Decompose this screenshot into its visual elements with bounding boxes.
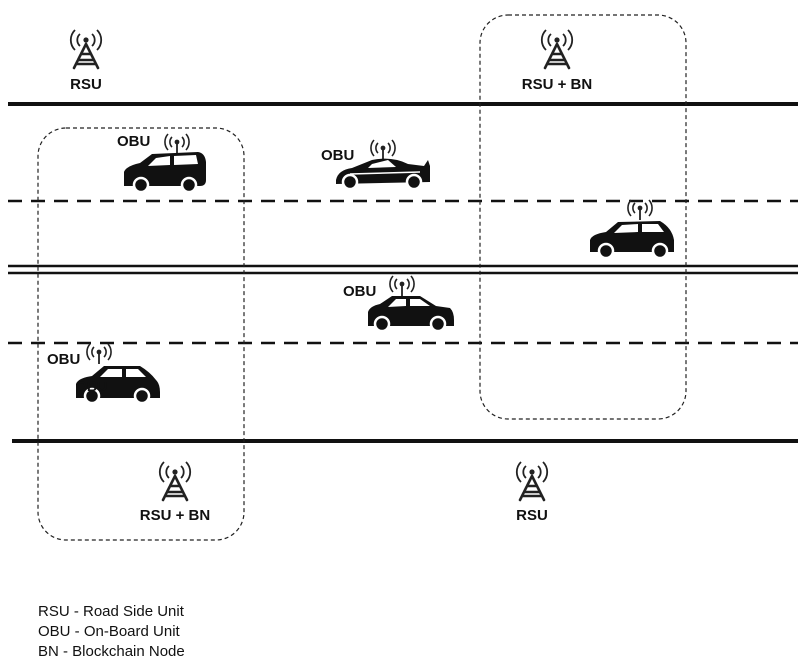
zone-right-cluster <box>479 14 687 420</box>
obu-label: OBU <box>343 283 376 300</box>
radio-tower-icon <box>540 28 574 70</box>
radio-tower-icon <box>515 460 549 502</box>
obu-label: OBU <box>117 133 150 150</box>
antenna-icon <box>370 139 396 161</box>
zone-left-cluster <box>37 127 245 541</box>
radio-tower-icon <box>158 460 192 502</box>
antenna-icon <box>86 343 112 365</box>
rsu-label: RSU <box>70 76 102 93</box>
antenna-icon <box>389 275 415 297</box>
rsu-top-left: RSU <box>69 28 103 93</box>
car-icon <box>368 296 454 333</box>
car-icon <box>590 221 674 260</box>
vehicle-3 <box>590 199 674 260</box>
legend: RSU - Road Side Unit OBU - On-Board Unit… <box>38 602 185 662</box>
car-icon <box>76 366 160 405</box>
legend-item-obu: OBU - On-Board Unit <box>38 623 180 640</box>
rsu-bottom-left: RSU + BN <box>140 460 210 524</box>
legend-item-rsu: RSU - Road Side Unit <box>38 603 184 620</box>
obu-label: OBU <box>321 147 354 164</box>
rsu-label: RSU <box>516 507 548 524</box>
antenna-icon <box>164 133 190 155</box>
rsu-bottom-right: RSU <box>515 460 549 524</box>
legend-item-bn: BN - Blockchain Node <box>38 643 185 660</box>
vehicle-2: OBU <box>321 139 430 191</box>
obu-label: OBU <box>47 351 80 368</box>
car-icon <box>124 152 206 194</box>
vehicle-5: OBU OBU <box>47 343 160 405</box>
antenna-icon <box>627 199 653 221</box>
road-lines <box>8 102 798 443</box>
radio-tower-icon <box>69 28 103 70</box>
rsu-label: RSU + BN <box>140 507 210 524</box>
obu-overlay-label: OBU <box>76 378 107 394</box>
rsu-label: RSU + BN <box>522 76 592 93</box>
vehicle-1: OBU <box>117 133 206 194</box>
rsu-top-right: RSU + BN <box>522 28 592 93</box>
vehicle-4: OBU <box>343 275 454 333</box>
car-icon <box>336 158 430 191</box>
